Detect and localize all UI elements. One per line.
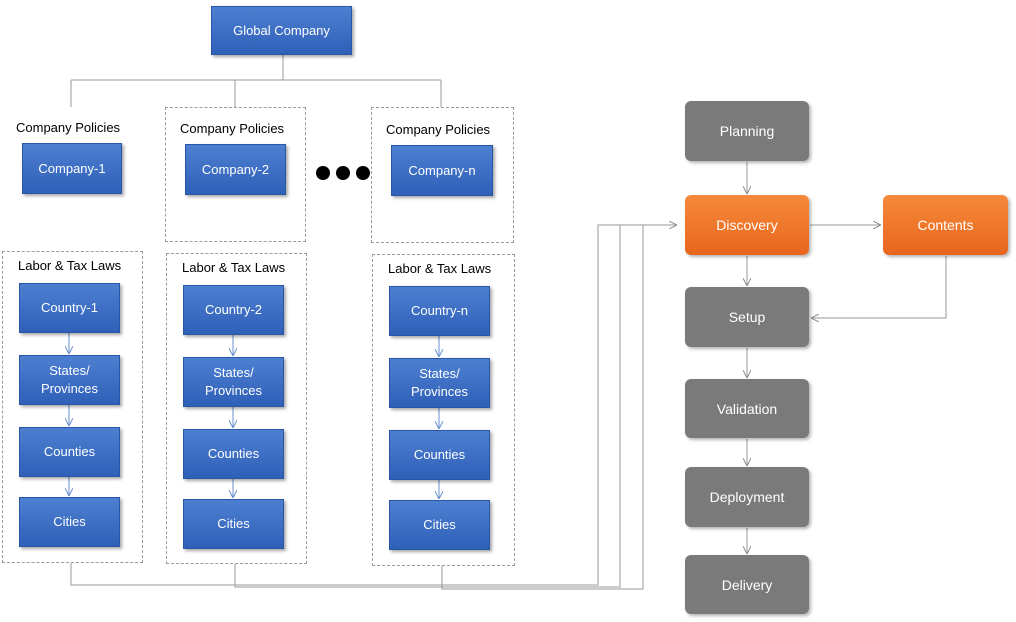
country-n-label: Country-n [410,303,469,318]
planning-node[interactable]: Planning [685,101,809,161]
states-2-line2: Provinces [204,383,263,398]
validation-node[interactable]: Validation [685,379,809,438]
delivery-node[interactable]: Delivery [685,555,809,614]
country-n-node[interactable]: Country-n [389,286,490,336]
country-2-label: Country-2 [204,302,263,317]
states-provinces-1-node[interactable]: States/Provinces [19,355,120,405]
counties-n-node[interactable]: Counties [389,430,490,480]
counties-1-label: Counties [43,444,96,459]
ellipsis-dot [316,166,330,180]
labor-tax-label-2: Labor & Tax Laws [182,260,286,275]
contents-label: Contents [917,217,974,233]
states-n-line1: States/ [419,366,460,381]
global-company-label: Global Company [233,22,330,38]
deployment-node[interactable]: Deployment [685,467,809,527]
cities-2-node[interactable]: Cities [183,499,284,549]
company-policies-label-2: Company Policies [180,121,285,136]
country-1-label: Country-1 [40,300,99,315]
company-policies-group-n [371,107,514,243]
contents-node[interactable]: Contents [883,195,1008,255]
company-1-label: Company-1 [38,160,106,176]
deployment-label: Deployment [709,489,785,505]
counties-1-node[interactable]: Counties [19,427,120,477]
country-2-node[interactable]: Country-2 [183,285,284,335]
cities-n-node[interactable]: Cities [389,500,490,550]
company-policies-group-2 [165,107,306,242]
company-n-label: Company-n [408,162,476,178]
planning-label: Planning [719,123,775,139]
discovery-label: Discovery [716,217,778,233]
discovery-node[interactable]: Discovery [685,195,809,255]
counties-n-label: Counties [413,447,466,462]
country-1-node[interactable]: Country-1 [19,283,120,333]
counties-2-label: Counties [207,446,260,461]
labor-tax-label-n: Labor & Tax Laws [388,261,492,276]
states-1-line2: Provinces [40,381,99,396]
validation-label: Validation [716,400,778,417]
labor-tax-group-n [372,254,515,566]
company-n-node[interactable]: Company-n [391,145,493,196]
states-provinces-n-node[interactable]: States/Provinces [389,358,490,408]
counties-2-node[interactable]: Counties [183,429,284,479]
company-2-node[interactable]: Company-2 [185,144,286,195]
global-company-node[interactable]: Global Company [211,6,352,55]
cities-2-label: Cities [217,516,250,531]
cities-n-label: Cities [423,517,456,532]
company-1-node[interactable]: Company-1 [22,143,122,194]
company-policies-label-n: Company Policies [386,122,491,137]
ellipsis-dot [356,166,370,180]
states-1-line1: States/ [49,363,90,378]
company-policies-label-1: Company Policies [16,120,121,135]
states-n-line2: Provinces [410,384,469,399]
cities-1-node[interactable]: Cities [19,497,120,547]
setup-node[interactable]: Setup [685,287,809,347]
states-2-line1: States/ [213,365,254,380]
states-provinces-2-node[interactable]: States/Provinces [183,357,284,407]
setup-label: Setup [728,309,766,325]
labor-tax-group-2 [166,253,307,564]
company-2-label: Company-2 [201,161,270,177]
cities-1-label: Cities [53,514,86,529]
ellipsis-dot [336,166,350,180]
delivery-label: Delivery [721,576,773,593]
labor-tax-label-1: Labor & Tax Laws [18,258,122,273]
more-companies-ellipsis [316,166,370,180]
labor-tax-group-1 [2,251,143,563]
